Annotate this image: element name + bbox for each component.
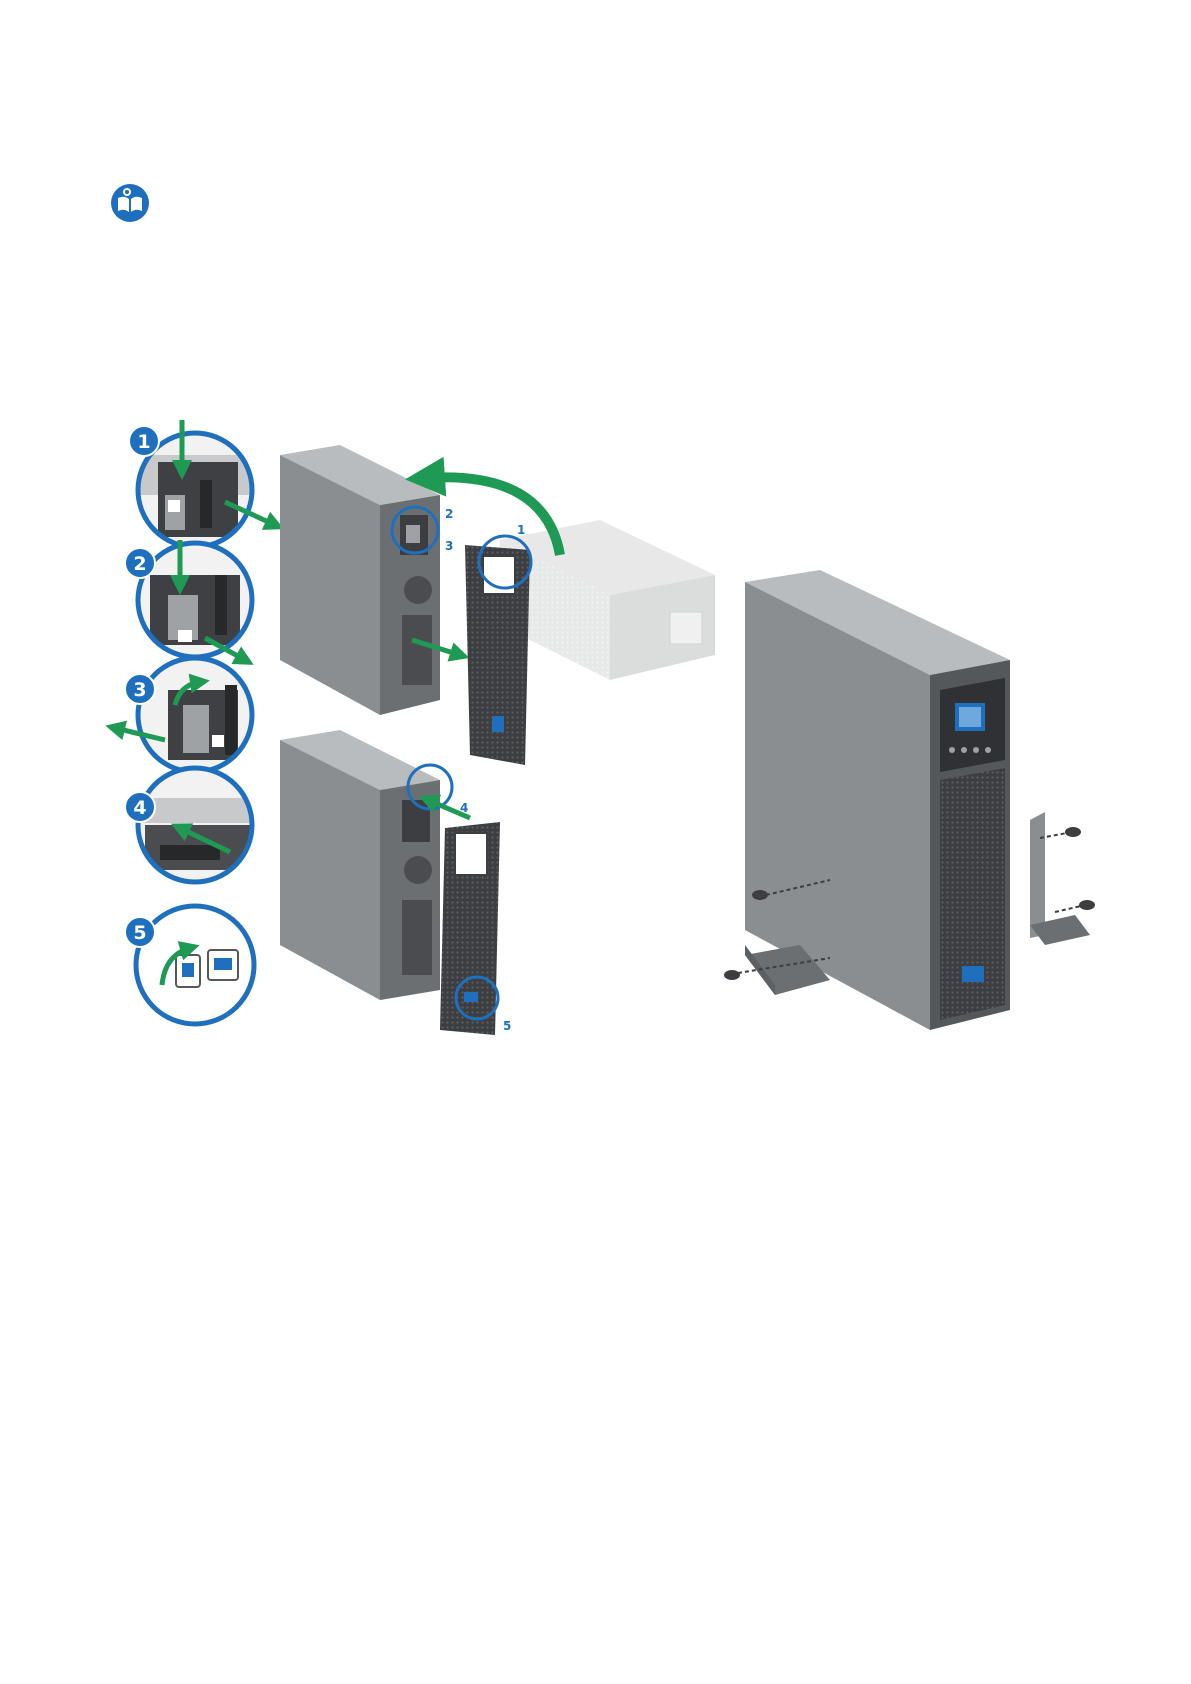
svg-text:1: 1 — [137, 431, 150, 453]
step-4-detail — [138, 768, 258, 882]
callout-1: 1 — [517, 523, 525, 537]
svg-text:5: 5 — [133, 922, 146, 944]
ups-rack-ghost — [500, 520, 715, 680]
bezel-attaching — [440, 822, 500, 1035]
stabilizer-foot-right — [1030, 812, 1090, 945]
callout-5: 5 — [503, 1019, 511, 1033]
read-manual-icon — [111, 184, 149, 222]
callout-3: 3 — [445, 539, 453, 553]
svg-text:3: 3 — [133, 679, 146, 701]
step-badge-3: 3 — [125, 674, 155, 704]
step-badge-4: 4 — [125, 792, 155, 822]
svg-text:4: 4 — [133, 797, 146, 819]
screw-icon — [1055, 900, 1095, 912]
ups-tower-top — [280, 445, 440, 715]
bezel-removed — [465, 545, 530, 765]
callout-2: 2 — [445, 507, 453, 521]
svg-text:2: 2 — [133, 553, 146, 575]
step-badge-2: 2 — [125, 548, 155, 578]
step-badge-1: 1 — [129, 426, 159, 456]
screw-icon — [1040, 827, 1081, 838]
step-badge-5: 5 — [125, 917, 155, 947]
step-5-detail — [136, 906, 254, 1024]
